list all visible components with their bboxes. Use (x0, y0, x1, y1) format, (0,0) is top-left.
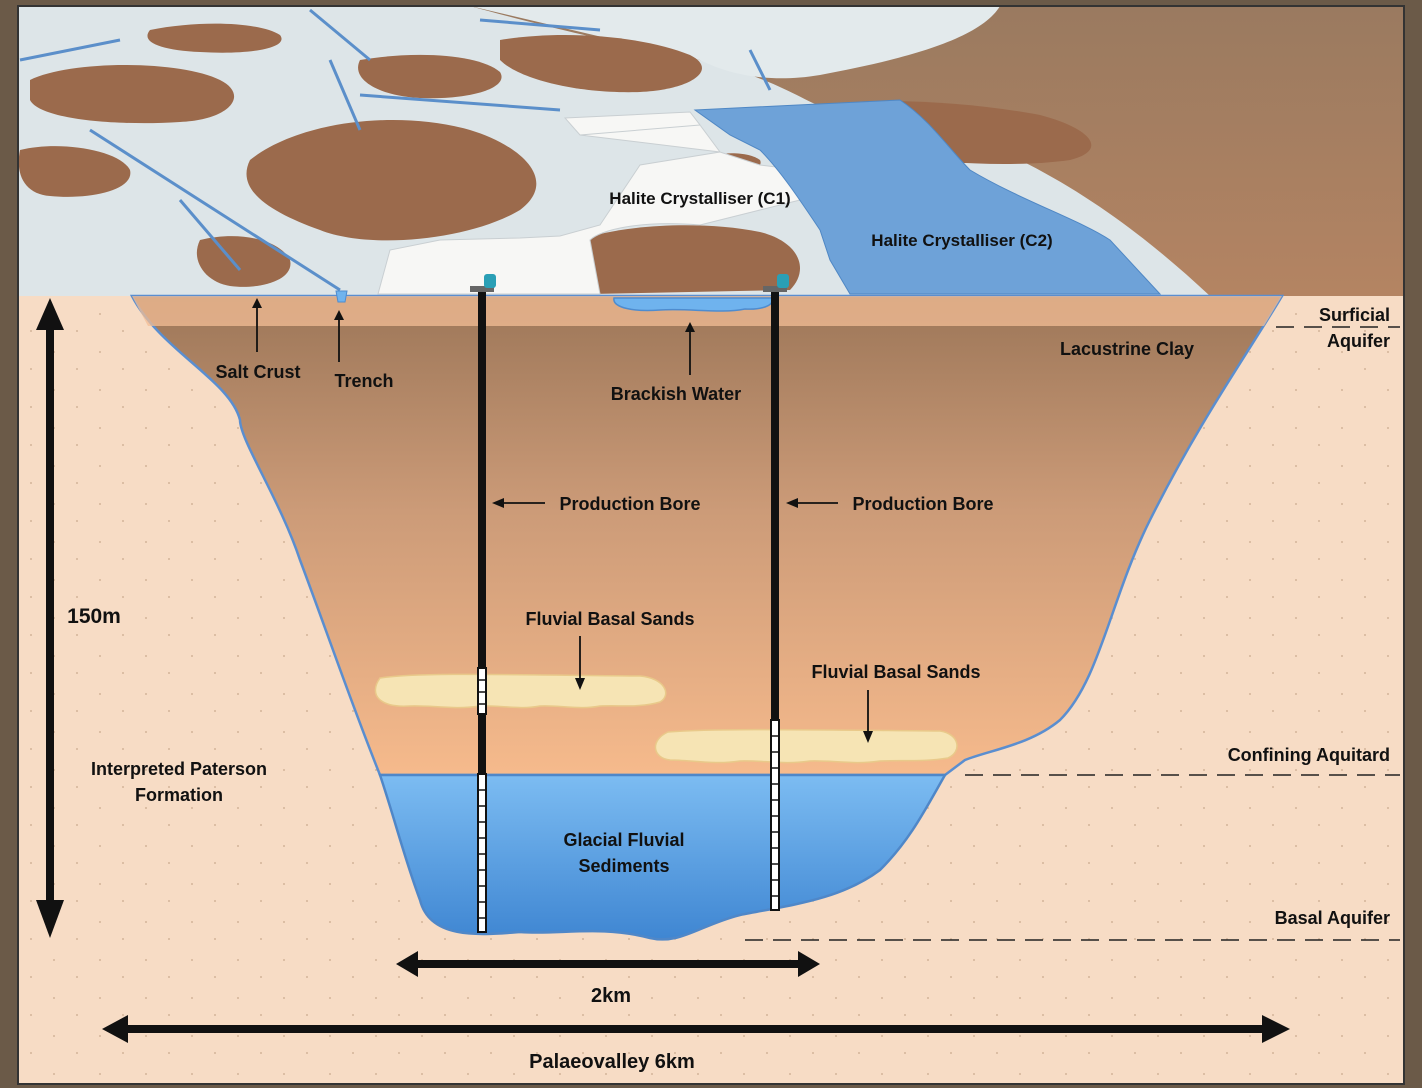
lacustrine-clay-fill (129, 294, 1285, 777)
salt-crust-label: Salt Crust (215, 362, 300, 382)
production-bore-1-label: Production Bore (559, 494, 700, 514)
callout-arrows (252, 298, 873, 743)
bore-spacing-arrow (396, 951, 820, 977)
brackish-water-pond (613, 297, 774, 312)
surficial-aquifer-line1: Surficial (1319, 305, 1390, 325)
fluvial-sands-2-label: Fluvial Basal Sands (811, 662, 980, 682)
glacial-fluvial-sediments (378, 773, 948, 941)
wellhead-2 (763, 286, 787, 292)
pump-2 (777, 274, 789, 288)
production-bore-1 (470, 274, 496, 933)
lacustrine-clay-label: Lacustrine Clay (1060, 339, 1194, 359)
depth-arrow (36, 298, 64, 938)
production-bore-2-label: Production Bore (852, 494, 993, 514)
palaeovalley-width-arrow (102, 1015, 1290, 1043)
aquifer-boundaries (745, 326, 1400, 941)
trench-label: Trench (334, 371, 393, 391)
paterson-label-line2: Formation (135, 785, 223, 805)
basal-aquifer-label: Basal Aquifer (1275, 908, 1390, 928)
crystalliser-c2-label: Halite Crystalliser (C2) (871, 231, 1052, 250)
aerial-view (18, 6, 1404, 296)
palaeovalley-label: Palaeovalley 6km (529, 1051, 695, 1073)
brine-channels (19, 8, 772, 292)
confining-aquitard-label: Confining Aquitard (1228, 745, 1390, 765)
brackish-water-label: Brackish Water (611, 384, 741, 404)
crystalliser-c2-pond (693, 99, 1162, 295)
crystalliser-c1-label: Halite Crystalliser (C1) (609, 189, 790, 208)
glacial-label-line1: Glacial Fluvial (563, 830, 684, 850)
depth-label: 150m (67, 605, 121, 628)
fluvial-basal-sands-lens-2 (654, 728, 958, 764)
surficial-aquifer-line2: Aquifer (1327, 331, 1390, 351)
diagram-border (17, 5, 1405, 1085)
fluvial-basal-sands-lens-1 (374, 673, 667, 709)
bore-spacing-label: 2km (591, 985, 631, 1007)
paterson-label-line1: Interpreted Paterson (91, 759, 267, 779)
production-bore-2 (763, 274, 789, 911)
islands (18, 23, 1092, 294)
fluvial-sands-1-label: Fluvial Basal Sands (525, 609, 694, 629)
salt-lake-upper (470, 6, 1000, 79)
wellhead-1 (470, 286, 494, 292)
glacial-label-line2: Sediments (578, 856, 669, 876)
pump-1 (484, 274, 496, 288)
trench-shape (335, 290, 348, 303)
